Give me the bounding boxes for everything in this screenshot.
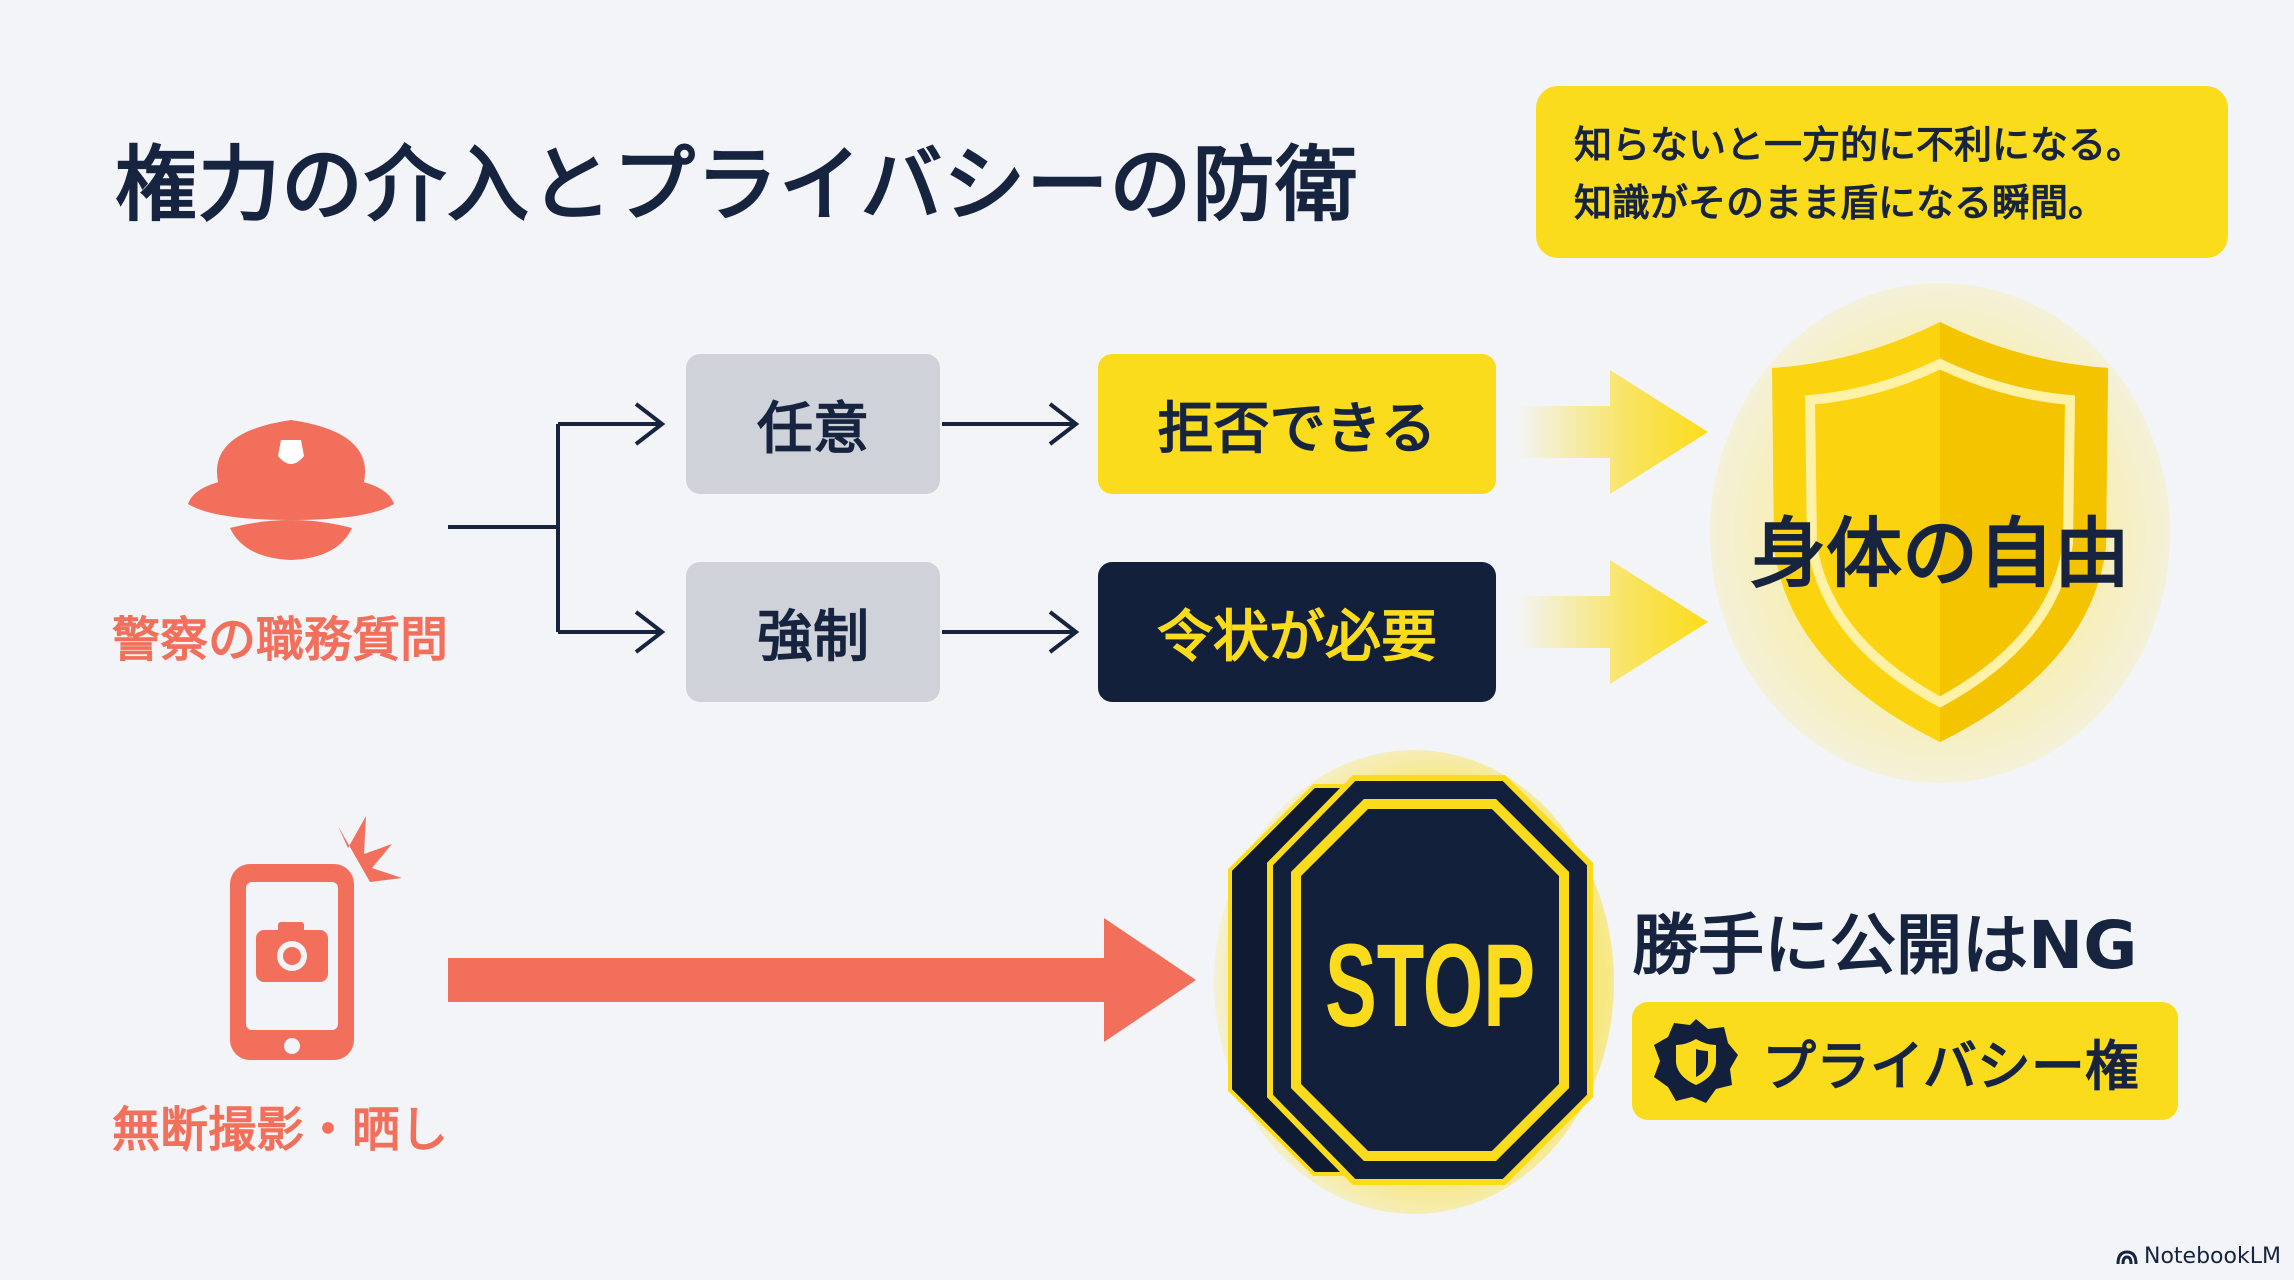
glow-arrow-top: [1516, 370, 1708, 494]
watermark-text: NotebookLM: [2144, 1244, 2281, 1269]
shield-icon: [1710, 283, 2170, 783]
branch-compulsory: 強制: [686, 562, 940, 702]
branch-voluntary: 任意: [686, 354, 940, 494]
photo-label: 無断撮影・晒し: [112, 1102, 449, 1158]
shield-badge-icon: [1654, 1019, 1738, 1103]
privacy-badge-label: プライバシー権: [1762, 1034, 2139, 1098]
smartphone-camera-icon: [230, 816, 402, 1060]
result-warrant-required: 令状が必要: [1098, 562, 1496, 702]
ng-text: 勝手に公開はNG: [1632, 907, 2138, 984]
glow-arrow-bottom: [1516, 560, 1708, 684]
police-question-label: 警察の職務質問: [112, 612, 449, 668]
privacy-right-badge: プライバシー権: [1632, 1002, 2178, 1120]
notebooklm-logo-icon: [2116, 1249, 2138, 1264]
stop-sign-icon: STOP: [1214, 750, 1614, 1214]
page-title: 権力の介入とプライバシーの防衛: [115, 138, 1359, 233]
callout-line-1: 知らないと一方的に不利になる。: [1574, 123, 2145, 167]
callout-line-2: 知識がそのまま盾になる瞬間。: [1574, 181, 2107, 225]
watermark: NotebookLM: [2116, 1244, 2281, 1269]
callout-box: 知らないと一方的に不利になる。 知識がそのまま盾になる瞬間。: [1536, 86, 2228, 258]
shield-label: 身体の自由: [1750, 509, 2130, 598]
stop-sign-text: STOP: [1325, 920, 1535, 1052]
result-can-refuse: 拒否できる: [1098, 354, 1496, 494]
police-cap-icon: [188, 420, 394, 560]
